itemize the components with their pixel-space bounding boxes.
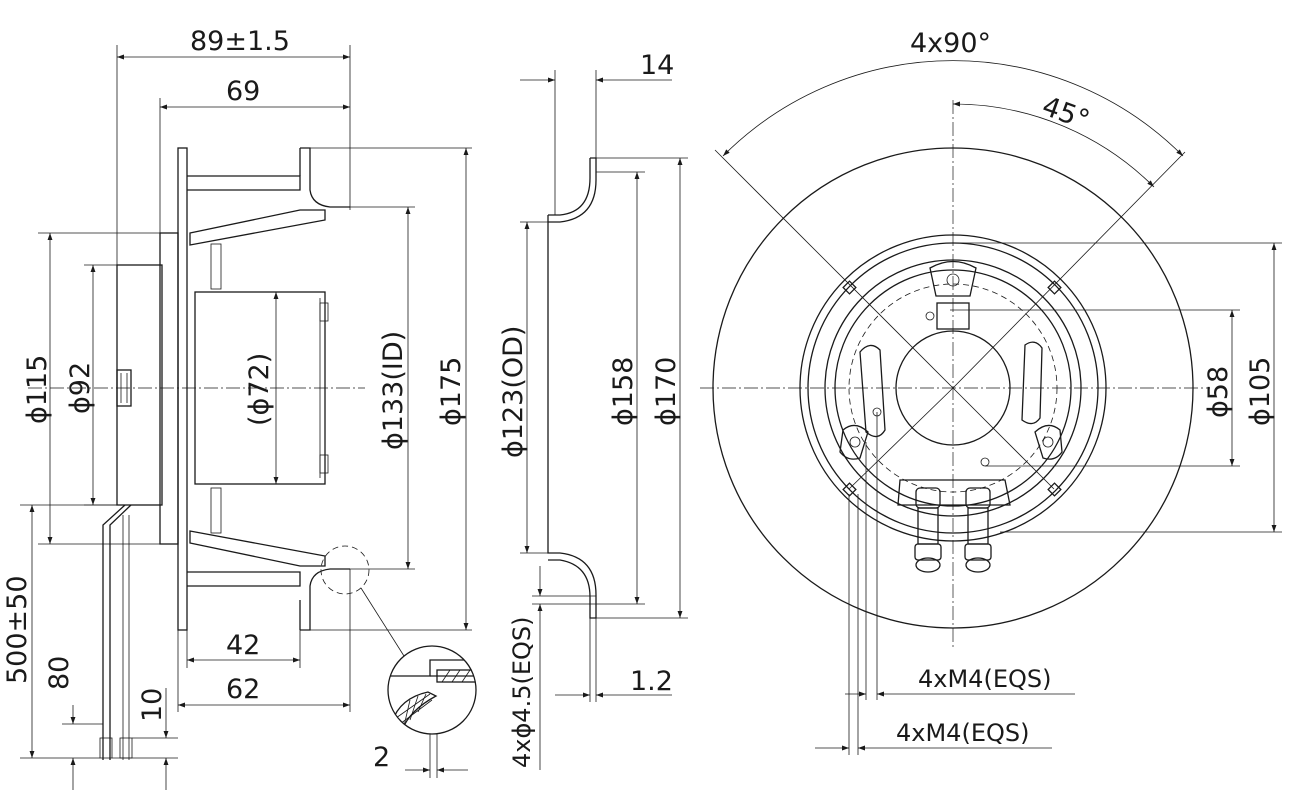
thread-label-2: 4xM4(EQS) — [896, 719, 1029, 747]
dim-dia-175: ϕ175 — [436, 357, 467, 426]
connector-tab — [116, 369, 132, 407]
section-view: 14 ϕ123(OD) ϕ158 ϕ170 4xϕ4.5(EQS) 1.2 — [498, 50, 688, 770]
dim-42: 42 — [226, 630, 260, 661]
dim-dia-158: ϕ158 — [608, 357, 639, 426]
detail-view-circle — [387, 645, 477, 735]
dim-thickness: 1.2 — [630, 666, 673, 697]
angle-45: 45° — [1038, 91, 1094, 136]
hub-circle — [895, 330, 1011, 446]
slot-right — [1021, 341, 1043, 425]
inlet-ring-circle — [799, 234, 1107, 542]
bolt-circle — [848, 283, 1058, 493]
cable — [102, 504, 126, 760]
dim-62: 62 — [226, 674, 260, 705]
dim-dia-133: ϕ133(ID) — [378, 331, 409, 450]
motor-circle — [824, 259, 1082, 517]
dim-cable-10: 10 — [137, 688, 168, 722]
dim-dia-58: ϕ58 — [1203, 366, 1234, 418]
top-tab — [929, 260, 977, 297]
terminal-box — [897, 479, 1011, 506]
thread-label-1: 4xM4(EQS) — [918, 665, 1051, 693]
dim-14: 14 — [640, 50, 674, 81]
dim-dia-115: ϕ115 — [22, 355, 53, 424]
motor-back-cap — [116, 264, 163, 506]
inlet-ring-profile — [547, 157, 597, 619]
dim-dia-92: ϕ92 — [65, 362, 96, 414]
motor-flange — [159, 232, 179, 545]
terminal-left — [914, 487, 942, 573]
dim-dia-123: ϕ123(OD) — [498, 326, 529, 458]
dim-overall-depth: 89±1.5 — [190, 26, 290, 57]
side-view: 89±1.5 69 ϕ115 ϕ92 (ϕ72) ϕ133(ID) ϕ175 4 — [2, 26, 477, 790]
slot-left — [859, 344, 886, 438]
bolt-hole-tr — [1047, 280, 1062, 295]
dim-dia-170: ϕ170 — [651, 357, 682, 426]
blade-bottom — [189, 530, 326, 567]
terminal-right — [964, 487, 992, 573]
front-view: 4x90° 45° ϕ58 ϕ105 4xM4(EQS) 4xM4(EQS) — [700, 28, 1282, 755]
impeller-backplate — [177, 147, 188, 631]
shroud-top — [300, 147, 350, 208]
dim-dia-105: ϕ105 — [1245, 357, 1276, 426]
bolt-hole-tl — [842, 280, 857, 295]
bolt-hole-bl — [842, 482, 857, 497]
dim-detail-2: 2 — [373, 742, 390, 773]
dim-depth-69: 69 — [226, 76, 260, 107]
blade-top — [189, 209, 326, 246]
detail-callout-circle — [320, 545, 370, 595]
rotor-body — [194, 291, 326, 485]
angle-4x90: 4x90° — [910, 28, 991, 59]
shroud-bottom — [300, 568, 350, 631]
detail-seal — [391, 691, 438, 732]
dim-cable-length: 500±50 — [2, 575, 33, 684]
dim-holes: 4xϕ4.5(EQS) — [508, 617, 536, 769]
dim-cable-80: 80 — [44, 656, 75, 690]
dim-dia-72: (ϕ72) — [244, 353, 275, 426]
